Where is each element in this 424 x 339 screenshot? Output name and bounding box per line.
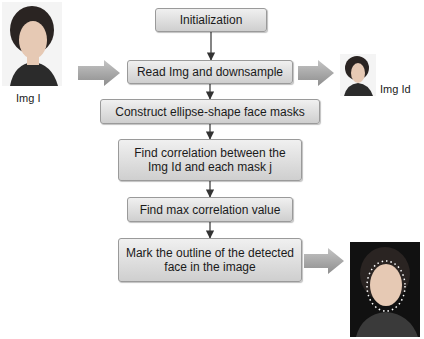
face — [351, 63, 365, 83]
image-label: Img Id — [380, 83, 411, 96]
flow-arrow — [209, 222, 210, 238]
block-arrow — [78, 60, 120, 86]
flow-arrow — [209, 84, 210, 99]
photo-ground — [340, 54, 376, 96]
shoulders — [344, 83, 373, 96]
neck — [27, 56, 39, 65]
face — [19, 21, 47, 59]
box-text: Read Img and downsample — [137, 65, 283, 79]
box-text: Find max correlation value — [140, 203, 281, 217]
process-box: Mark the outline of the detected face in… — [118, 238, 302, 282]
box-text: Initialization — [180, 13, 243, 27]
photo-ground — [350, 242, 420, 337]
box-text: Mark the outline of the detected face in… — [125, 246, 295, 274]
box-text: Construct ellipse-shape face masks — [115, 105, 304, 119]
block-arrow — [304, 248, 344, 274]
flow-arrow — [210, 32, 211, 60]
shoulders — [10, 62, 58, 86]
process-box: Find max correlation value — [127, 197, 293, 222]
process-box: Find correlation between the Img Id and … — [118, 139, 302, 181]
flow-arrow — [209, 181, 210, 197]
downsampled-photo — [340, 54, 376, 96]
process-box: Initialization — [155, 8, 267, 32]
shoulders — [356, 312, 418, 337]
image-label: Img I — [16, 92, 40, 105]
box-text: Find correlation between the Img Id and … — [125, 146, 295, 174]
block-arrow — [298, 60, 334, 86]
photo-ground — [2, 2, 62, 86]
output-photo — [350, 242, 420, 337]
flow-arrow — [209, 124, 210, 139]
face — [370, 264, 402, 306]
process-box: Construct ellipse-shape face masks — [100, 99, 320, 124]
input-photo — [2, 2, 62, 86]
process-box: Read Img and downsample — [127, 60, 293, 84]
detected-outline — [367, 261, 405, 311]
